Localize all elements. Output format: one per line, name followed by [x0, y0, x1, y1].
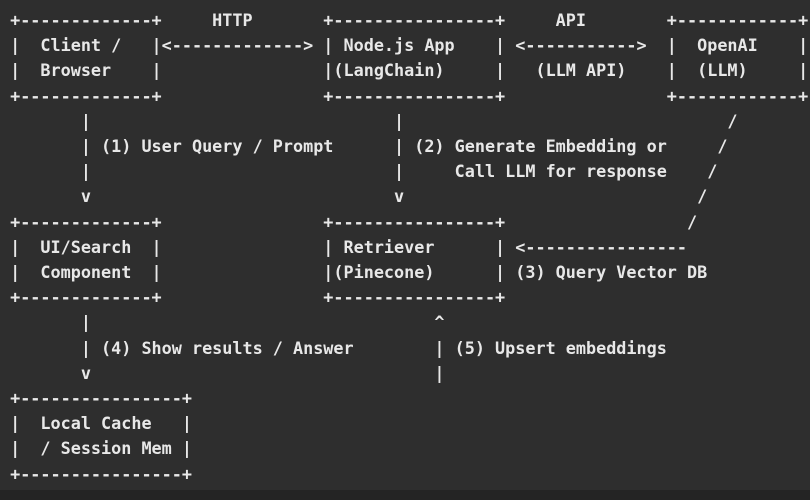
bottom-edge-strip: [0, 490, 810, 500]
ascii-architecture-diagram: +-------------+ HTTP +----------------+ …: [10, 10, 809, 484]
